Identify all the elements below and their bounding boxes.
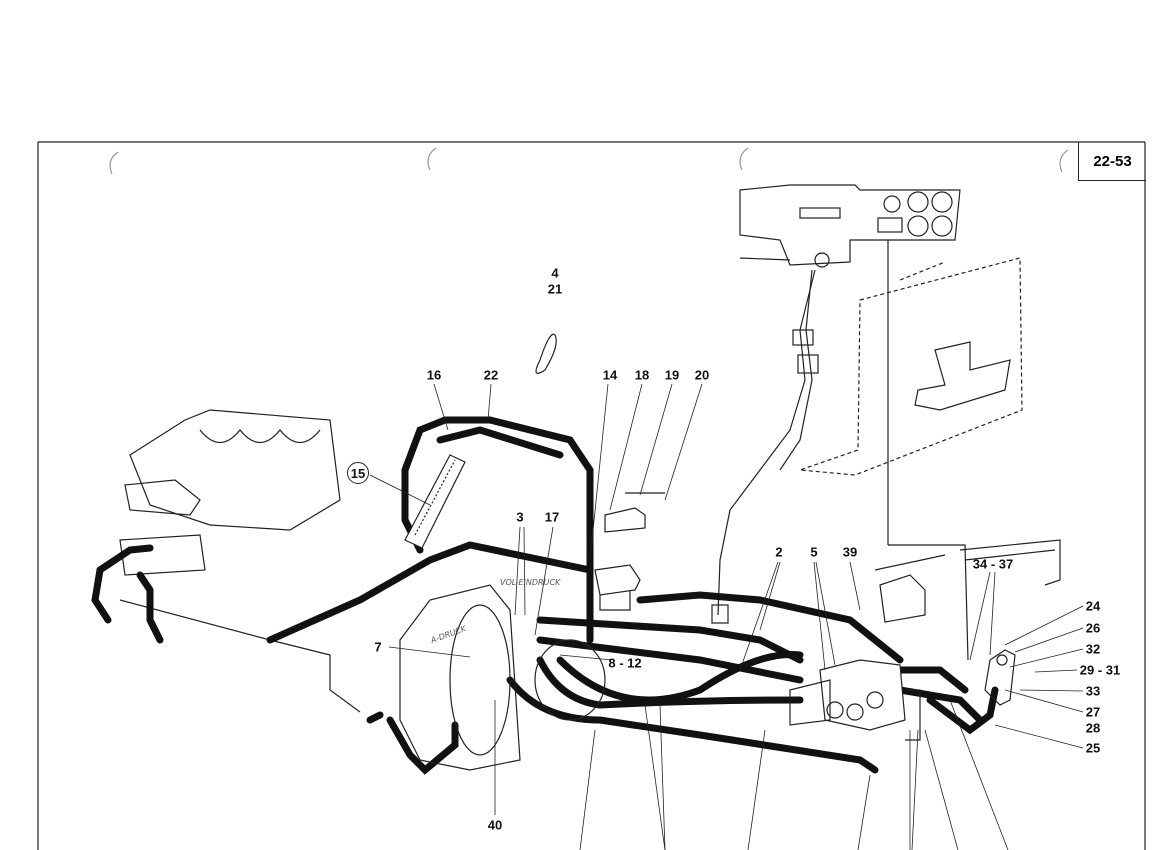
engine-block bbox=[119, 409, 361, 713]
callout-22: 22 bbox=[483, 367, 499, 383]
callout-19: 19 bbox=[664, 367, 680, 383]
beam bbox=[959, 539, 1061, 586]
callout-4: 4 bbox=[551, 265, 559, 281]
leader-lines bbox=[369, 383, 1084, 850]
callout-29-31: 29 - 31 bbox=[1079, 662, 1121, 678]
callout-3: 3 bbox=[516, 509, 524, 525]
cable-to-valve bbox=[888, 544, 969, 661]
callout-15: 15 bbox=[347, 462, 369, 484]
callout-28: 28 bbox=[1085, 720, 1101, 736]
callout-24: 24 bbox=[1085, 598, 1101, 614]
callout-20: 20 bbox=[694, 367, 710, 383]
page-frame bbox=[37, 141, 1146, 850]
callout-25: 25 bbox=[1085, 740, 1101, 756]
callout-5: 5 bbox=[810, 544, 818, 560]
callout-2: 2 bbox=[775, 544, 783, 560]
callout-34-37: 34 - 37 bbox=[972, 556, 1014, 572]
page-number: 22-53 bbox=[1078, 142, 1146, 181]
fitting-cluster bbox=[984, 649, 1016, 706]
callout-14: 14 bbox=[602, 367, 618, 383]
callout-40: 40 bbox=[487, 817, 503, 833]
wiring-harness bbox=[711, 269, 819, 624]
callout-17: 17 bbox=[544, 509, 560, 525]
callout-8-12: 8 - 12 bbox=[608, 655, 642, 671]
callout-33: 33 bbox=[1085, 683, 1101, 699]
oil-cooler bbox=[404, 454, 466, 549]
callout-26: 26 bbox=[1085, 620, 1101, 636]
transmission-housing bbox=[399, 584, 606, 771]
handwritten-note-1: VOL-EINDRUCK bbox=[500, 578, 561, 587]
filter-unit bbox=[594, 564, 641, 611]
clamp-18 bbox=[604, 492, 665, 533]
control-valve-block bbox=[789, 659, 921, 741]
callout-27: 27 bbox=[1085, 704, 1101, 720]
callout-7: 7 bbox=[374, 639, 382, 655]
small-bracket bbox=[874, 554, 946, 623]
callout-16: 16 bbox=[426, 367, 442, 383]
binder-hole-marks bbox=[109, 147, 1069, 175]
callout-18: 18 bbox=[634, 367, 650, 383]
callout-32: 32 bbox=[1085, 641, 1101, 657]
tie-wrap bbox=[535, 333, 557, 374]
callout-21: 21 bbox=[547, 281, 563, 297]
callout-39: 39 bbox=[842, 544, 858, 560]
bracket-dashed bbox=[799, 257, 1023, 476]
mounting-bracket bbox=[914, 341, 1011, 411]
dashboard-panel bbox=[739, 184, 961, 268]
hoses bbox=[91, 416, 999, 775]
